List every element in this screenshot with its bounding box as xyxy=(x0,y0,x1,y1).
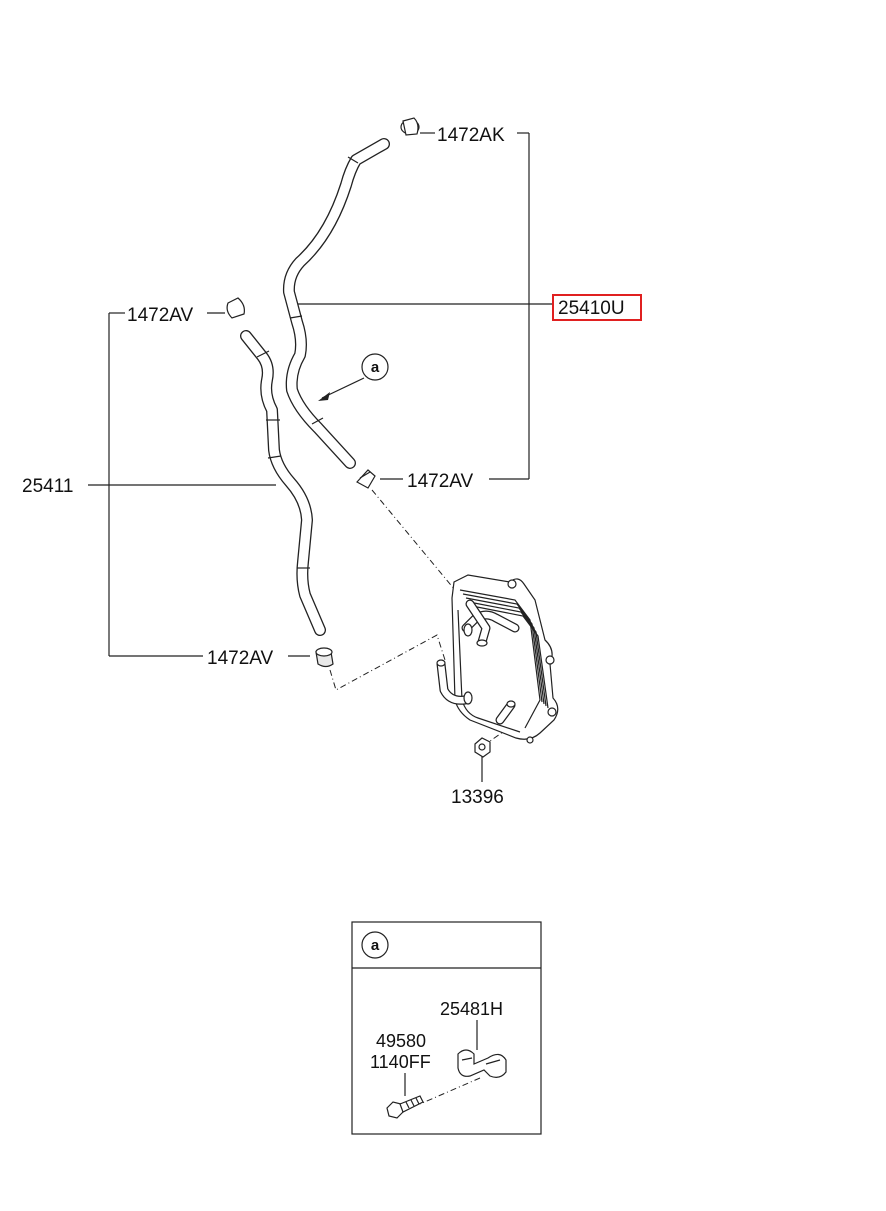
oil-cooler xyxy=(436,574,559,744)
label-49580: 49580 xyxy=(376,1031,426,1051)
callout-labels: 1472AK 25410U 1472AV 1472AV 25411 1472AV… xyxy=(22,125,642,808)
label-25481H: 25481H xyxy=(440,999,503,1019)
nut-13396 xyxy=(474,737,491,758)
highlight-box xyxy=(552,294,642,321)
label-1472AV-top: 1472AV xyxy=(127,305,194,326)
clamp-1472AV-bottom xyxy=(315,647,334,668)
clamp-1472AV-left-top xyxy=(226,297,245,319)
lower-hose xyxy=(240,330,326,636)
label-1472AV-bottom: 1472AV xyxy=(207,648,274,669)
clamp-1472AK xyxy=(400,117,420,136)
detail-box-a: a 25481H 49580 1140FF xyxy=(351,921,542,1135)
detail-ref-label: a xyxy=(371,359,380,376)
clamp-1472AV-mid xyxy=(356,469,376,489)
label-25411: 25411 xyxy=(22,476,73,497)
upper-hose xyxy=(282,138,390,469)
leader-lines xyxy=(88,132,553,782)
label-1472AV-mid: 1472AV xyxy=(407,471,474,492)
detail-ref-a: a xyxy=(318,353,389,401)
detail-box-title: a xyxy=(371,937,380,954)
label-1140FF: 1140FF xyxy=(370,1052,431,1072)
label-25410U[interactable]: 25410U xyxy=(558,298,625,319)
label-1472AK: 1472AK xyxy=(437,125,505,146)
assembly-lines xyxy=(329,489,521,747)
label-13396: 13396 xyxy=(451,787,504,808)
